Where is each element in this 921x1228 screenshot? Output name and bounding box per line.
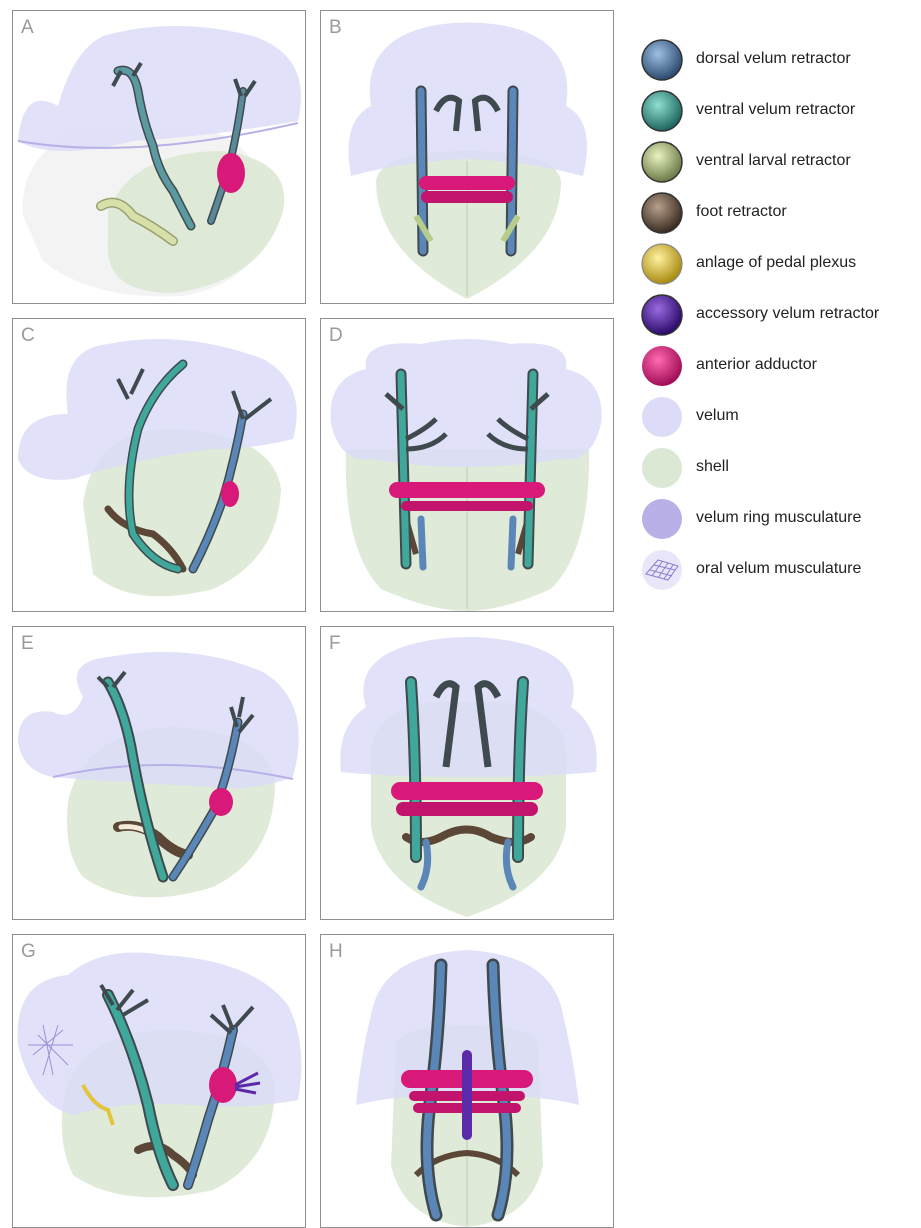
legend-item: dorsal velum retractor: [640, 38, 921, 82]
sphere-icon: [640, 191, 684, 235]
legend-label: velum ring musculature: [696, 509, 861, 527]
legend-item: anterior adductor: [640, 344, 921, 388]
panel-b: B: [320, 10, 614, 304]
disc-icon: [640, 446, 684, 490]
panel-label: H: [329, 941, 343, 963]
panel-label: F: [329, 633, 341, 655]
anterior-adductor: [209, 1067, 237, 1103]
panel-e: E: [12, 626, 306, 920]
legend-label: foot retractor: [696, 203, 787, 221]
sphere-icon: [640, 344, 684, 388]
legend-label: ventral velum retractor: [696, 101, 855, 119]
velum-shape: [330, 339, 601, 467]
anterior-adductor: [391, 782, 543, 800]
anterior-adductor: [221, 481, 239, 507]
panel-d-illustration: [321, 319, 613, 611]
velum-shape: [18, 652, 299, 788]
velum-shape: [18, 953, 302, 1116]
panel-h: H: [320, 934, 614, 1228]
sphere-icon: [640, 242, 684, 286]
panel-g-illustration: [13, 935, 305, 1227]
legend-label: oral velum musculature: [696, 560, 861, 578]
legend-item: velum: [640, 395, 921, 439]
legend-item: ventral velum retractor: [640, 89, 921, 133]
panel-label: B: [329, 17, 342, 39]
legend-label: velum: [696, 407, 739, 425]
panel-f-illustration: [321, 627, 613, 919]
sphere-icon: [640, 140, 684, 184]
panel-g: G: [12, 934, 306, 1228]
legend-label: shell: [696, 458, 729, 476]
legend-label: accessory velum retractor: [696, 305, 879, 323]
mesh-icon: [640, 548, 684, 592]
anterior-adductor: [389, 482, 545, 498]
panel-b-illustration: [321, 11, 613, 303]
panel-label: E: [21, 633, 34, 655]
panel-h-illustration: [321, 935, 613, 1227]
panel-d: D: [320, 318, 614, 612]
legend-label: ventral larval retractor: [696, 152, 851, 170]
disc-icon: [640, 497, 684, 541]
legend-item: shell: [640, 446, 921, 490]
legend-item: velum ring musculature: [640, 497, 921, 541]
legend-item: anlage of pedal plexus: [640, 242, 921, 286]
panel-c-illustration: [13, 319, 305, 611]
legend-item: accessory velum retractor: [640, 293, 921, 337]
sphere-icon: [640, 293, 684, 337]
legend-item: oral velum musculature: [640, 548, 921, 592]
anterior-adductor: [419, 176, 515, 190]
panel-e-illustration: [13, 627, 305, 919]
panel-label: G: [21, 941, 36, 963]
panel-a-illustration: [13, 11, 305, 303]
panel-a: A: [12, 10, 306, 304]
shell-shape: [376, 151, 561, 299]
velum-shape: [349, 23, 587, 177]
legend-label: anterior adductor: [696, 356, 817, 374]
anterior-adductor: [217, 153, 245, 193]
sphere-icon: [640, 38, 684, 82]
sphere-icon: [640, 89, 684, 133]
legend-label: anlage of pedal plexus: [696, 254, 856, 272]
disc-icon: [640, 395, 684, 439]
panel-label: C: [21, 325, 35, 347]
legend-label: dorsal velum retractor: [696, 50, 851, 68]
legend-item: foot retractor: [640, 191, 921, 235]
panel-label: A: [21, 17, 34, 39]
velum-shape: [340, 637, 596, 777]
panel-c: C: [12, 318, 306, 612]
panel-f: F: [320, 626, 614, 920]
panel-label: D: [329, 325, 343, 347]
legend-item: ventral larval retractor: [640, 140, 921, 184]
anterior-adductor: [209, 788, 233, 816]
